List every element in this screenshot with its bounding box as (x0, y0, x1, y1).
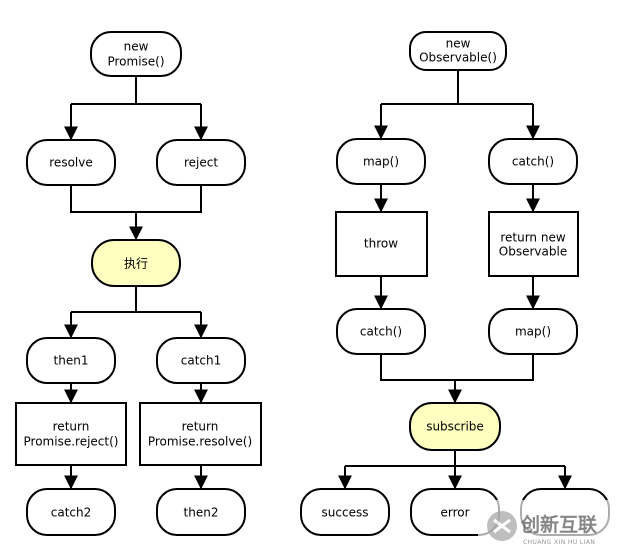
success-node (300, 488, 390, 536)
promise-flow: new Promise() resolve reject 执行 then1 ca… (15, 31, 262, 536)
execute-node (91, 239, 181, 287)
new-promise-node (90, 31, 182, 77)
return-resolve-line2: Promise.resolve() (148, 435, 252, 449)
return-new-line2: Observable (499, 245, 567, 259)
catch1-label: catch1 (181, 354, 222, 368)
return-new-line1: return new (500, 231, 565, 245)
then2-node (156, 488, 246, 536)
then2-label: then2 (184, 506, 219, 520)
watermark: 创新互联 CHUANG XIN HU LIAN (478, 500, 623, 556)
catch2-node (26, 488, 116, 536)
new-observable-node (409, 31, 507, 71)
return-promise-resolve-node (139, 402, 262, 466)
error-label: error (440, 506, 469, 520)
return-reject-line1: return (53, 420, 90, 434)
catch-label-bottom: catch() (360, 325, 402, 339)
throw-label: throw (364, 237, 398, 251)
resolve-node (26, 139, 116, 186)
edge-subscribe-split (345, 450, 565, 467)
then1-node (26, 337, 116, 384)
new-observable-label-line1: new (446, 37, 471, 51)
subscribe-node (409, 402, 501, 451)
watermark-subtitle: CHUANG XIN HU LIAN (523, 539, 595, 546)
map-node-top (336, 138, 426, 185)
watermark-title: 创新互联 (520, 513, 597, 536)
map-label-top: map() (363, 155, 399, 169)
new-observable-label-line2: Observable() (419, 51, 497, 65)
catch-node-top (488, 138, 578, 185)
then1-label: then1 (54, 354, 89, 368)
catch2-label: catch2 (51, 506, 92, 520)
resolve-label: resolve (49, 156, 92, 170)
reject-label: reject (184, 156, 218, 170)
edge-join-subscribe (380, 354, 534, 402)
catch-label-top: catch() (512, 155, 554, 169)
return-promise-reject-node (15, 402, 127, 466)
subscribe-label: subscribe (426, 420, 484, 434)
catch1-node (156, 337, 246, 384)
throw-node (335, 211, 428, 277)
edge-execute-split (71, 286, 201, 313)
observable-flow: new Observable() map() catch() throw ret… (300, 31, 610, 536)
success-label: success (322, 506, 369, 520)
new-promise-label-line1: new (124, 40, 149, 54)
return-reject-line2: Promise.reject() (24, 435, 119, 449)
return-resolve-line1: return (182, 420, 219, 434)
watermark-logo-icon (487, 511, 517, 541)
return-new-observable-node (488, 211, 579, 277)
execute-label: 执行 (124, 257, 148, 271)
edge-obs-start-split (381, 70, 533, 105)
map-label-bottom: map() (515, 325, 551, 339)
map-node-bottom (488, 308, 578, 355)
catch-node-bottom (336, 308, 426, 355)
new-promise-label-line2: Promise() (107, 55, 164, 69)
edge-start-split (71, 76, 201, 105)
reject-node (156, 139, 246, 186)
